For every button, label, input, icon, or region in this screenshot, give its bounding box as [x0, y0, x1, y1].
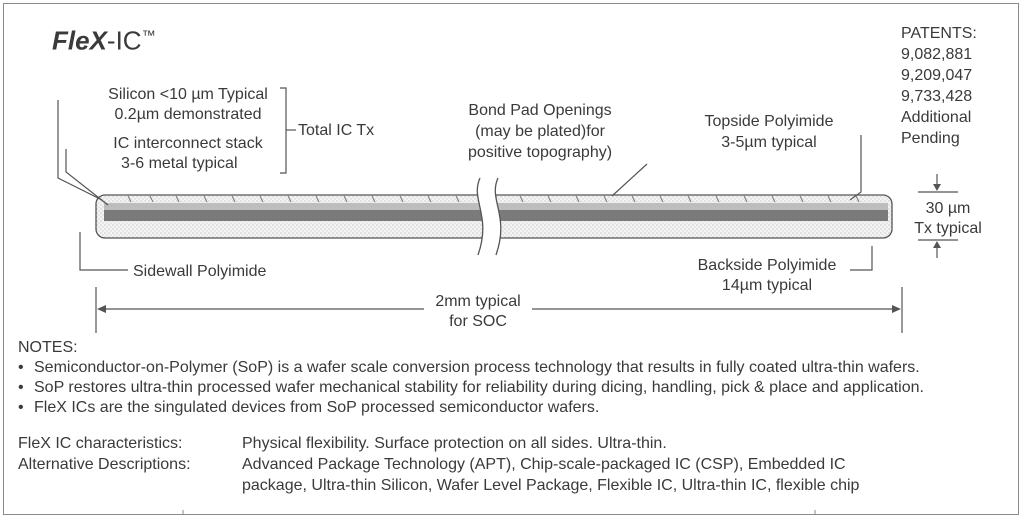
silicon-sublabel: 0.2µm demonstrated — [114, 106, 262, 123]
topside-polyimide-sublabel: 3-5µm typical — [721, 134, 817, 151]
characteristics-label: FleX IC characteristics: — [18, 435, 183, 452]
trademark-symbol: ™ — [141, 27, 156, 43]
bond-pad-sublabel: positive topography) — [467, 144, 613, 161]
note-item: Semiconductor-on-Polymer (SoP) is a wafe… — [18, 358, 924, 378]
note-item: FleX ICs are the singulated devices from… — [18, 398, 924, 418]
patents-heading: PATENTS: — [901, 25, 977, 42]
patents-additional: Additional — [901, 109, 972, 126]
thickness-sublabel: Tx typical — [914, 220, 982, 237]
silicon-label: Silicon <10 µm Typical — [108, 86, 268, 103]
topside-polyimide-label: Topside Polyimide — [704, 113, 834, 130]
notes-list: Semiconductor-on-Polymer (SoP) is a wafe… — [18, 358, 924, 418]
note-item: SoP restores ultra-thin processed wafer … — [18, 378, 924, 398]
ic-cross-section — [95, 177, 893, 256]
bottom-divider-stubs — [182, 510, 816, 515]
thickness-label: 30 µm — [925, 200, 971, 217]
patent-number: 9,733,428 — [901, 88, 973, 105]
total-ic-label: Total IC Tx — [298, 122, 375, 139]
width-label: 2mm typical — [435, 293, 521, 310]
figure-frame — [3, 3, 1019, 515]
patent-number: 9,209,047 — [901, 67, 973, 84]
interconnect-sublabel: 3-6 metal typical — [121, 155, 238, 172]
bond-pad-openings — [127, 195, 860, 203]
leader-lines — [57, 87, 873, 271]
title-brand-rest: -IC — [106, 25, 142, 56]
bond-pad-label: Bond Pad Openings — [468, 102, 612, 119]
width-sublabel: for SOC — [449, 313, 507, 330]
title-brand-bold: FleX — [52, 25, 107, 56]
alternatives-value: Advanced Package Technology (APT), Chip-… — [242, 456, 846, 473]
backside-polyimide-sublabel: 14µm typical — [721, 277, 813, 294]
notes-section: NOTES: Semiconductor-on-Polymer (SoP) is… — [18, 338, 924, 418]
flex-ic-title: FleX-IC™ — [52, 20, 156, 56]
break-symbol — [476, 177, 502, 256]
bond-pad-sublabel: (may be plated)for — [475, 123, 605, 140]
alternatives-value-continued: package, Ultra-thin Silicon, Wafer Level… — [242, 477, 860, 494]
characteristics-value: Physical flexibility. Surface protection… — [242, 435, 667, 452]
thickness-dimension — [918, 174, 958, 258]
patent-number: 9,082,881 — [901, 46, 973, 63]
notes-heading: NOTES: — [18, 339, 78, 356]
width-dimension — [95, 287, 903, 333]
sidewall-polyimide-label: Sidewall Polyimide — [133, 263, 267, 280]
backside-polyimide-label: Backside Polyimide — [697, 257, 837, 274]
patents-pending: Pending — [901, 130, 960, 147]
alternatives-label: Alternative Descriptions: — [18, 456, 191, 473]
interconnect-label: IC interconnect stack — [113, 135, 263, 152]
